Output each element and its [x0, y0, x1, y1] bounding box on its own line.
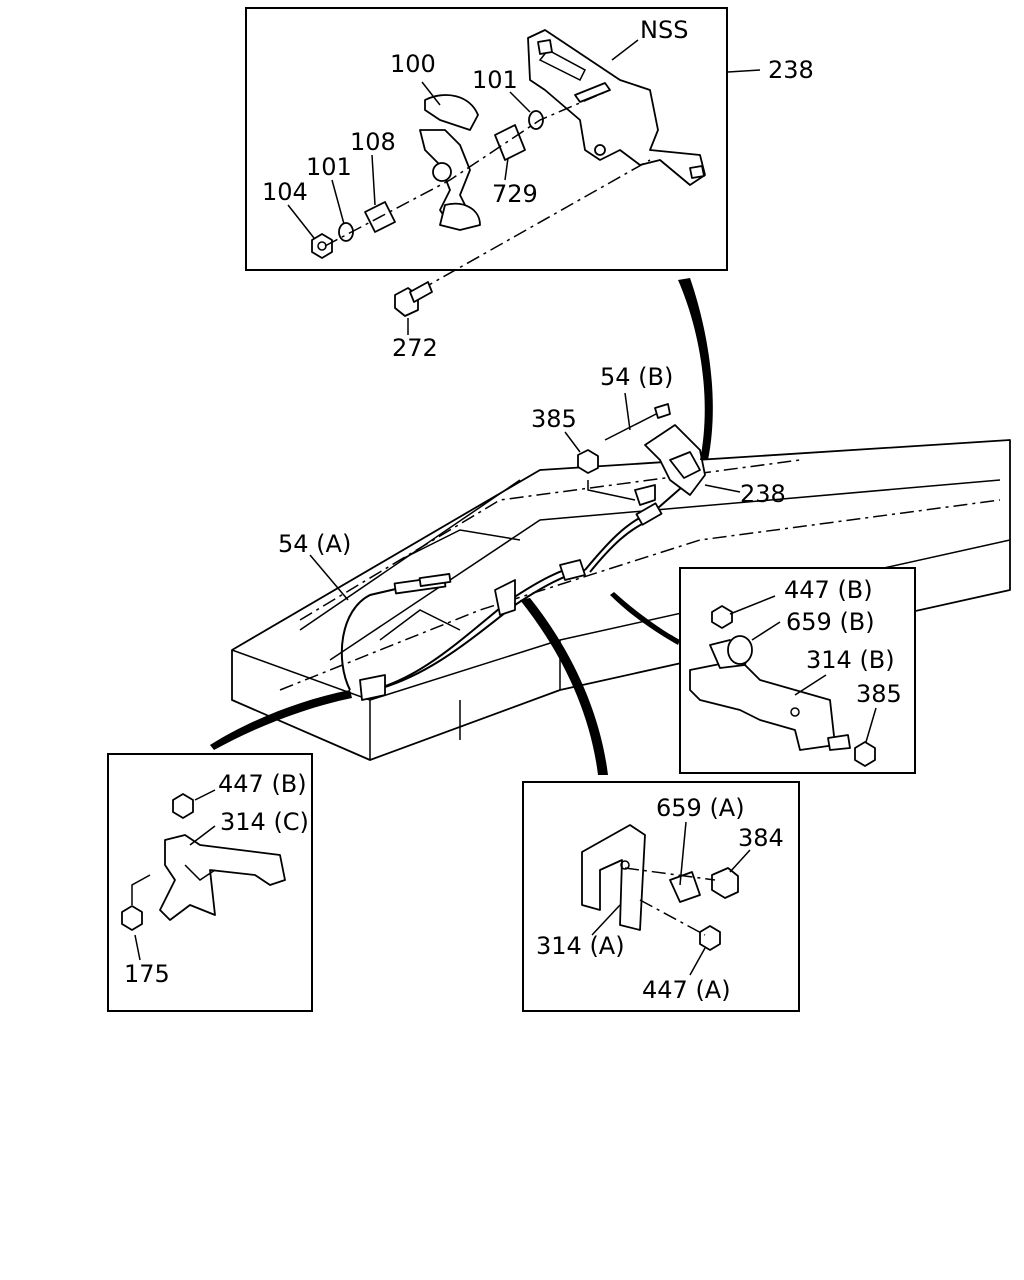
leader-385-top [587, 480, 636, 501]
inset-bracket-314a [522, 781, 800, 1012]
label-54a: 54 (A) [278, 530, 351, 558]
part-labels: NSS 238 100 101 108 101 104 729 272 54 (… [124, 16, 902, 1004]
label-385-top: 385 [531, 405, 577, 433]
label-101-b: 101 [306, 153, 352, 181]
label-175: 175 [124, 960, 170, 988]
nut-385-top [577, 449, 599, 474]
bracket-314c-parts [121, 793, 286, 931]
callout-swooshes [210, 278, 713, 775]
bracket-314a-parts [581, 824, 739, 951]
label-272: 272 [392, 334, 438, 362]
label-108: 108 [350, 128, 396, 156]
parking-brake-lever [604, 403, 706, 496]
label-447b-right: 447 (B) [784, 576, 873, 604]
label-385-right: 385 [856, 680, 902, 708]
label-447a: 447 (A) [642, 976, 731, 1004]
leader-lines [134, 39, 877, 976]
label-659b: 659 (B) [786, 608, 875, 636]
label-314b: 314 (B) [806, 646, 895, 674]
label-54b: 54 (B) [600, 363, 673, 391]
label-238-mid: 238 [740, 480, 786, 508]
lever-exploded-parts [311, 29, 706, 291]
label-104: 104 [262, 178, 308, 206]
label-238-top: 238 [768, 56, 814, 84]
bolt-272 [394, 281, 433, 317]
label-101-a: 101 [472, 66, 518, 94]
label-314a: 314 (A) [536, 932, 625, 960]
brake-cable-routing [340, 479, 691, 701]
label-nss: NSS [640, 16, 688, 44]
bracket-314b-parts [689, 605, 876, 767]
label-447b-left: 447 (B) [218, 770, 307, 798]
label-384: 384 [738, 824, 784, 852]
label-100: 100 [390, 50, 436, 78]
label-314c: 314 (C) [220, 808, 309, 836]
label-659a: 659 (A) [656, 794, 745, 822]
label-729: 729 [492, 180, 538, 208]
